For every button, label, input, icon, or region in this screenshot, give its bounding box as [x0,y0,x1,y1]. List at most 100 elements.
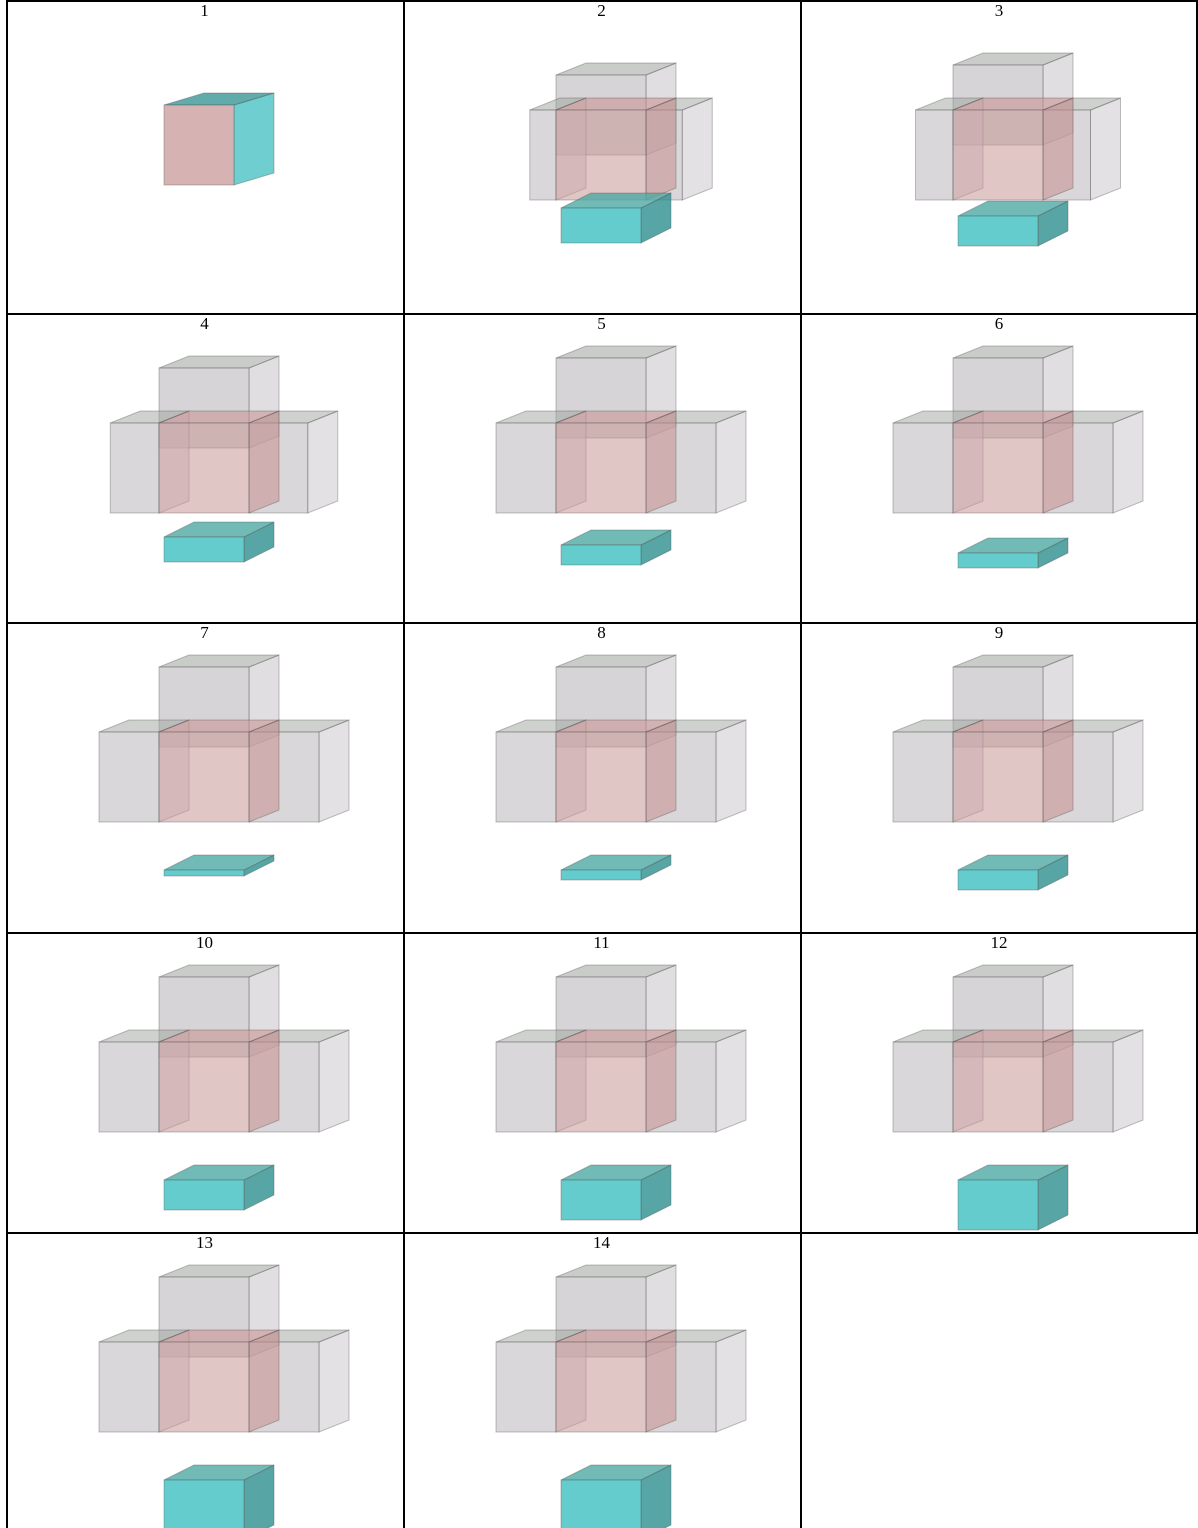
arm-left-front [893,1042,953,1132]
grid-line-row1 [6,313,1198,315]
arm-left-front [99,1342,159,1432]
frame-number: 1 [6,2,403,20]
frame-number: 5 [403,315,800,333]
core-cube-front [159,1342,249,1432]
core-cube-front [159,423,249,513]
frame-illustration [800,313,1198,622]
core-cube-front [159,732,249,822]
frame-cell: 12 [800,932,1198,1232]
core-cube-side [1043,720,1073,822]
arm-left-front [99,732,159,822]
arm-right-side [1113,720,1143,822]
frame-cell: 10 [6,932,403,1232]
arm-right-side [1113,411,1143,513]
arm-right-side [1091,98,1121,200]
arm-left-front [110,423,159,513]
core-cube-side [646,720,676,822]
cyan-block-front [561,208,641,243]
arm-left-front [496,1342,556,1432]
core-cube-side [646,1030,676,1132]
frame-cell: 8 [403,622,800,932]
frame-cell: 6 [800,313,1198,622]
frame-number: 8 [403,624,800,642]
core-cube-front [556,110,646,200]
arm-right-side [319,720,349,822]
cyan-block-front [958,1180,1038,1230]
arm-left-front [893,423,953,513]
arm-left-front [530,110,556,200]
arm-right-side [716,1030,746,1132]
core-cube-side [249,720,279,822]
frame-number: 4 [6,315,403,333]
frame-number: 2 [403,2,800,20]
grid-line-col2 [800,0,802,1528]
arm-right-side [319,1030,349,1132]
core-cube-front [953,732,1043,822]
frame-cell: 13 [6,1232,403,1528]
core-cube-side [1043,98,1073,200]
arm-right-side [319,1330,349,1432]
frame-number: 6 [800,315,1198,333]
frame-illustration [403,313,800,622]
frame-cell: 14 [403,1232,800,1528]
cyan-block-front [164,1480,244,1528]
frame-illustration [800,0,1198,313]
arm-left-front [496,732,556,822]
core-cube-front [953,1042,1043,1132]
core-cube-side [1043,1030,1073,1132]
arm-right-side [716,1330,746,1432]
frame-illustration [403,0,800,313]
core-cube-side [646,98,676,200]
arm-right-side [716,411,746,513]
frame-number: 11 [403,934,800,952]
frame-number: 10 [6,934,403,952]
cyan-block-front [561,1180,641,1220]
cyan-block-front [958,553,1038,568]
grid-line-col1 [403,0,405,1528]
core-cube-front [953,423,1043,513]
cyan-block-front [164,537,244,562]
frame-cell: 1 [6,0,403,313]
cyan-block-front [164,1180,244,1210]
arm-left-front [916,110,954,200]
cyan-block-front [561,870,641,880]
frame-illustration [800,622,1198,932]
core-cube-front [556,732,646,822]
arm-left-front [496,423,556,513]
arm-right-side [682,98,712,200]
core-cube-front [556,1042,646,1132]
core-cube-front [953,110,1043,200]
empty-cell [800,1232,1198,1528]
frame-illustration [6,932,403,1232]
grid-line-top [6,0,1198,2]
frame-cell: 11 [403,932,800,1232]
arm-right-side [1113,1030,1143,1132]
grid-line-row3 [6,932,1198,934]
grid-line-row4 [6,1232,1198,1234]
core-cube-front [159,1042,249,1132]
arm-left-front [496,1042,556,1132]
core-cube-side [646,411,676,513]
frame-cell: 3 [800,0,1198,313]
core-cube-side [249,1030,279,1132]
frame-illustration [6,622,403,932]
frame-illustration [6,1232,403,1528]
core-cube-front [164,105,234,185]
frame-number: 12 [800,934,1198,952]
core-cube-side [234,93,274,185]
arm-left-front [99,1042,159,1132]
frame-number: 7 [6,624,403,642]
core-cube-front [556,423,646,513]
frame-illustration [403,1232,800,1528]
cyan-block-front [561,1480,641,1528]
frame-number: 3 [800,2,1198,20]
frame-number: 9 [800,624,1198,642]
grid-line-left [6,0,8,1528]
frame-cell: 4 [6,313,403,622]
frame-illustration [403,932,800,1232]
cyan-block-front [561,545,641,565]
frame-number: 13 [6,1234,403,1252]
frame-illustration [800,932,1198,1232]
frame-cell: 9 [800,622,1198,932]
